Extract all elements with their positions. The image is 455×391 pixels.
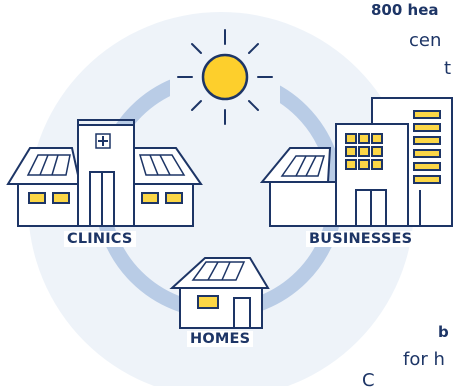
background-halo xyxy=(28,12,414,386)
business-buildings xyxy=(259,97,453,227)
text-fragment-bottom-cut: C xyxy=(362,370,375,391)
label-homes: HOMES xyxy=(187,331,254,347)
text-fragment-bottom-line: for h xyxy=(403,349,445,370)
solar-panel-icon xyxy=(26,154,186,176)
text-fragment-bottom-bold: b xyxy=(438,323,449,341)
text-fragment-line3: t xyxy=(444,58,452,79)
label-businesses: BUSINESSES xyxy=(306,231,416,247)
solar-panel-icon xyxy=(280,155,326,177)
label-clinics: CLINICS xyxy=(64,231,136,247)
sun-icon xyxy=(170,29,280,142)
home-building xyxy=(169,257,270,329)
text-fragment-line2: cen xyxy=(409,30,442,51)
solar-panel-icon xyxy=(191,261,246,281)
clinic-building xyxy=(6,119,203,227)
text-fragment-top: 800 hea xyxy=(371,1,439,19)
